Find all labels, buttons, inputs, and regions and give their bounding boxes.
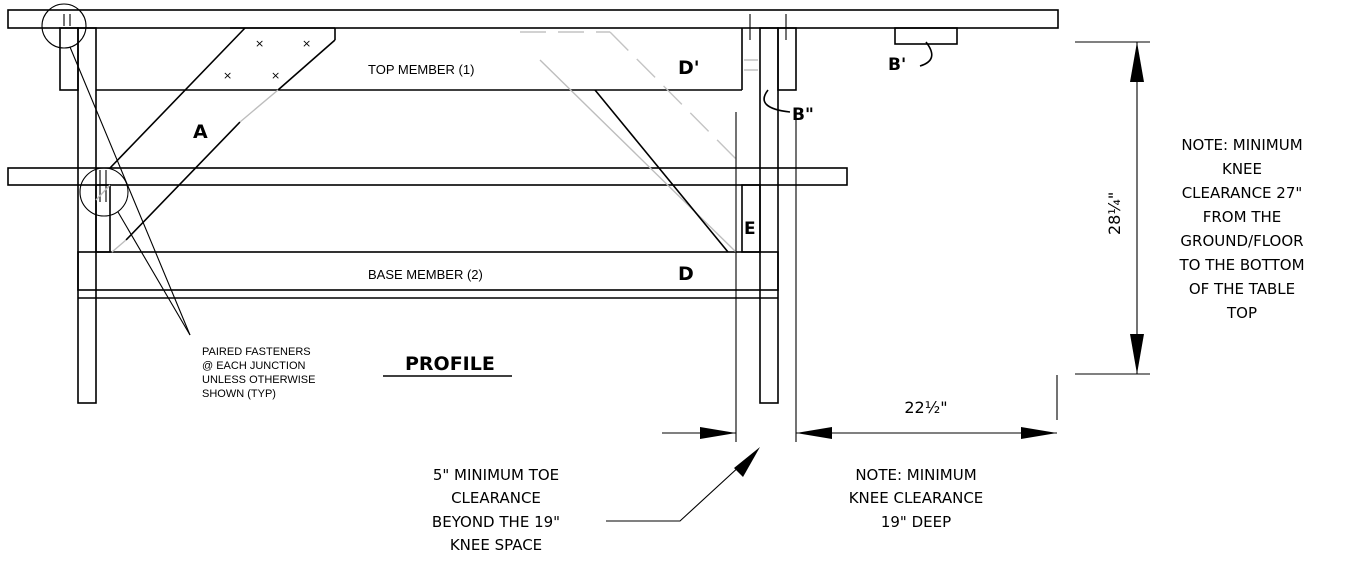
- knee-height-note: NOTE: MINIMUM KNEE CLEARANCE 27" FROM TH…: [1178, 136, 1304, 322]
- svg-text:19" DEEP: 19" DEEP: [881, 513, 951, 531]
- brace-a-hidden: [239, 89, 279, 123]
- svg-text:KNEE: KNEE: [1222, 160, 1262, 178]
- base-member-label: BASE MEMBER (2): [368, 267, 483, 282]
- toe-note-arrow: [734, 447, 760, 477]
- svg-text:NOTE: MINIMUM: NOTE: MINIMUM: [855, 466, 976, 484]
- brace-a-upper-edge: [109, 27, 246, 169]
- brace-a-hidden-3: [111, 239, 127, 253]
- fastener-leader-2: [117, 211, 191, 336]
- cleat-b-prime: [894, 27, 958, 45]
- knee-depth-note: NOTE: MINIMUM KNEE CLEARANCE 19" DEEP: [849, 466, 984, 531]
- fastener-note-line-1: PAIRED FASTENERS: [202, 346, 311, 358]
- brace-d-hidden-right: [609, 31, 743, 166]
- part-d-label: D: [678, 263, 694, 285]
- svg-text:CLEARANCE 27": CLEARANCE 27": [1182, 184, 1303, 202]
- brace-d-visible: [594, 89, 729, 253]
- top-member-label: TOP MEMBER (1): [368, 62, 474, 77]
- fastener-note-line-3: UNLESS OTHERWISE: [202, 374, 316, 386]
- left-inner-block: [95, 184, 111, 253]
- right-leg: [759, 27, 779, 404]
- height-arrow-bottom: [1130, 334, 1144, 374]
- part-e-label: E: [744, 219, 756, 239]
- height-dimension-value: 28¼": [1105, 192, 1124, 235]
- svg-text:CLEARANCE: CLEARANCE: [451, 489, 541, 507]
- brace-a-lower-edge-2: [125, 121, 241, 241]
- toe-note-leader: [606, 452, 755, 522]
- b-double-prime-leader: [763, 89, 791, 113]
- svg-text:TO THE BOTTOM: TO THE BOTTOM: [1178, 256, 1304, 274]
- svg-text:NOTE: MINIMUM: NOTE: MINIMUM: [1181, 136, 1302, 154]
- depth-dimension-value: 22½": [904, 398, 947, 417]
- part-b-prime-label: B': [888, 55, 906, 75]
- b-prime-leader: [919, 41, 933, 67]
- svg-text:KNEE SPACE: KNEE SPACE: [450, 536, 542, 554]
- svg-text:5" MINIMUM TOE: 5" MINIMUM TOE: [433, 466, 559, 484]
- svg-text:KNEE CLEARANCE: KNEE CLEARANCE: [849, 489, 984, 507]
- fastener-leader-1: [69, 46, 191, 336]
- fastener-x: ×: [302, 37, 311, 50]
- svg-text:FROM THE: FROM THE: [1203, 208, 1282, 226]
- part-e-block: [741, 184, 761, 253]
- toe-arrow-left: [700, 427, 736, 439]
- fastener-callout-circle-lower: [79, 167, 129, 217]
- part-a-label: A: [193, 121, 208, 143]
- fastener-callout-circle-top: [41, 3, 87, 49]
- svg-text:BEYOND THE 19": BEYOND THE 19": [432, 513, 560, 531]
- fastener-x: ×: [223, 69, 232, 82]
- table-top: [7, 9, 1059, 29]
- part-d-prime-label: D': [678, 57, 700, 79]
- fastener-note-line-4: SHOWN (TYP): [202, 388, 276, 400]
- depth-arrow-right: [1021, 427, 1057, 439]
- height-arrow-top: [1130, 42, 1144, 82]
- toe-clearance-note: 5" MINIMUM TOE CLEARANCE BEYOND THE 19" …: [432, 466, 560, 554]
- fastener-x: ×: [255, 37, 264, 50]
- svg-text:GROUND/FLOOR: GROUND/FLOOR: [1180, 232, 1303, 250]
- brace-a-lower-edge: [277, 39, 336, 91]
- brace-a-hidden-2: [95, 184, 111, 201]
- fastener-x: ×: [271, 69, 280, 82]
- svg-text:OF THE TABLE: OF THE TABLE: [1189, 280, 1295, 298]
- part-b-double-prime-label: B": [792, 105, 814, 125]
- svg-text:TOP: TOP: [1226, 304, 1257, 322]
- brace-d-hidden-left: [539, 59, 737, 253]
- left-leg: [77, 27, 97, 404]
- right-outer-block: [777, 27, 797, 91]
- fastener-note-line-2: @ EACH JUNCTION: [202, 360, 306, 372]
- middle-stretcher: [7, 167, 848, 186]
- view-title: PROFILE: [405, 353, 495, 375]
